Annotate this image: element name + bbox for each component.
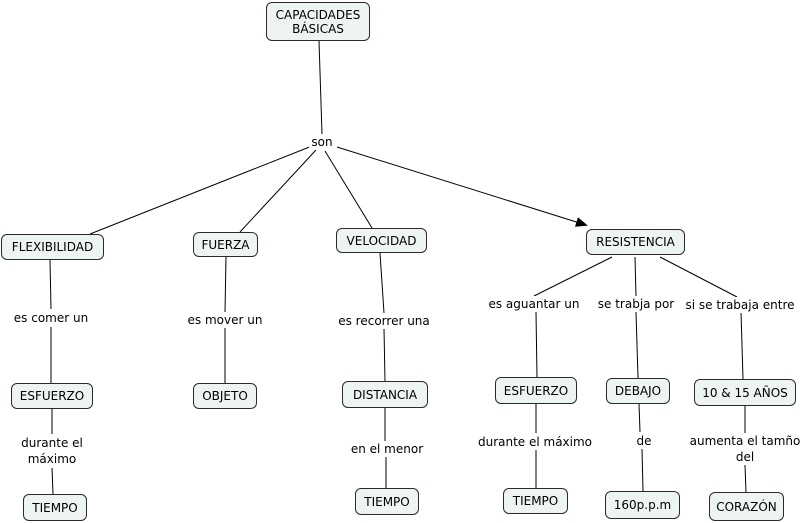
edge-link2c-corazon bbox=[744, 464, 747, 493]
edge-fuerza-link1 bbox=[224, 256, 227, 313]
edge-res-link1c bbox=[659, 256, 738, 298]
link-se-trabja-por: se trabja por bbox=[594, 296, 678, 312]
concept-velocidad[interactable]: VELOCIDAD bbox=[336, 228, 427, 253]
link-de: de bbox=[633, 433, 655, 449]
concept-objeto[interactable]: OBJETO bbox=[193, 383, 257, 409]
link-durante-el-maximo-res: durante el máximo bbox=[474, 434, 596, 450]
edge-link2b-ppm bbox=[641, 448, 644, 492]
edge-debajo-link2b bbox=[638, 403, 641, 433]
concept-10-15-anos[interactable]: 10 & 15 AÑOS bbox=[694, 379, 796, 406]
edge-link1c-anos bbox=[740, 311, 744, 380]
edge-res-link1a bbox=[533, 256, 613, 297]
edge-link1b-debajo bbox=[635, 311, 639, 379]
edge-velocidad-link1 bbox=[379, 252, 385, 314]
edge-link2-tiempo bbox=[51, 467, 54, 495]
concept-resistencia[interactable]: RESISTENCIA bbox=[586, 229, 685, 255]
link-es-comer-un: es comer un bbox=[10, 310, 92, 326]
edge-son-resistencia bbox=[336, 146, 588, 227]
link-es-recorrer-una: es recorrer una bbox=[333, 313, 435, 329]
concept-distancia[interactable]: DISTANCIA bbox=[342, 381, 428, 408]
link-es-aguantar-un: es aguantar un bbox=[486, 296, 582, 312]
concept-tiempo-velocidad[interactable]: TIEMPO bbox=[355, 488, 419, 515]
edge-flex-link1 bbox=[49, 259, 52, 310]
edge-root-son bbox=[318, 40, 323, 135]
root-concept-node[interactable]: CAPACIDADES BÁSICAS bbox=[266, 2, 370, 41]
concept-flexibilidad[interactable]: FLEXIBILIDAD bbox=[1, 234, 104, 260]
concept-debajo[interactable]: DEBAJO bbox=[606, 378, 670, 404]
edge-res-link1b bbox=[634, 256, 637, 297]
concept-esfuerzo-flex[interactable]: ESFUERZO bbox=[11, 383, 93, 409]
edge-son-fuerza bbox=[239, 149, 317, 233]
edge-son-flexibilidad bbox=[89, 145, 313, 235]
concept-160ppm[interactable]: 160p.p.m bbox=[605, 491, 680, 519]
concept-esfuerzo-res[interactable]: ESFUERZO bbox=[495, 377, 577, 404]
link-si-se-trabaja-entre: si se trabaja entre bbox=[681, 297, 799, 313]
concept-corazon[interactable]: CORAZÓN bbox=[709, 492, 784, 521]
link-aumenta-el-tamno-del: aumenta el tamño del bbox=[684, 433, 803, 465]
link-son: son bbox=[309, 134, 335, 150]
concept-fuerza[interactable]: FUERZA bbox=[193, 232, 258, 257]
edge-link1a-esfuerzo bbox=[535, 311, 538, 378]
concept-tiempo-res[interactable]: TIEMPO bbox=[503, 488, 568, 514]
link-en-el-menor: en el menor bbox=[347, 441, 427, 457]
concept-tiempo-flex[interactable]: TIEMPO bbox=[23, 494, 87, 521]
edge-son-velocidad bbox=[324, 150, 373, 229]
link-durante-el-maximo-flex: durante el máximo bbox=[16, 435, 88, 467]
link-es-mover-un: es mover un bbox=[184, 312, 266, 328]
edge-link1-distancia bbox=[383, 328, 386, 382]
